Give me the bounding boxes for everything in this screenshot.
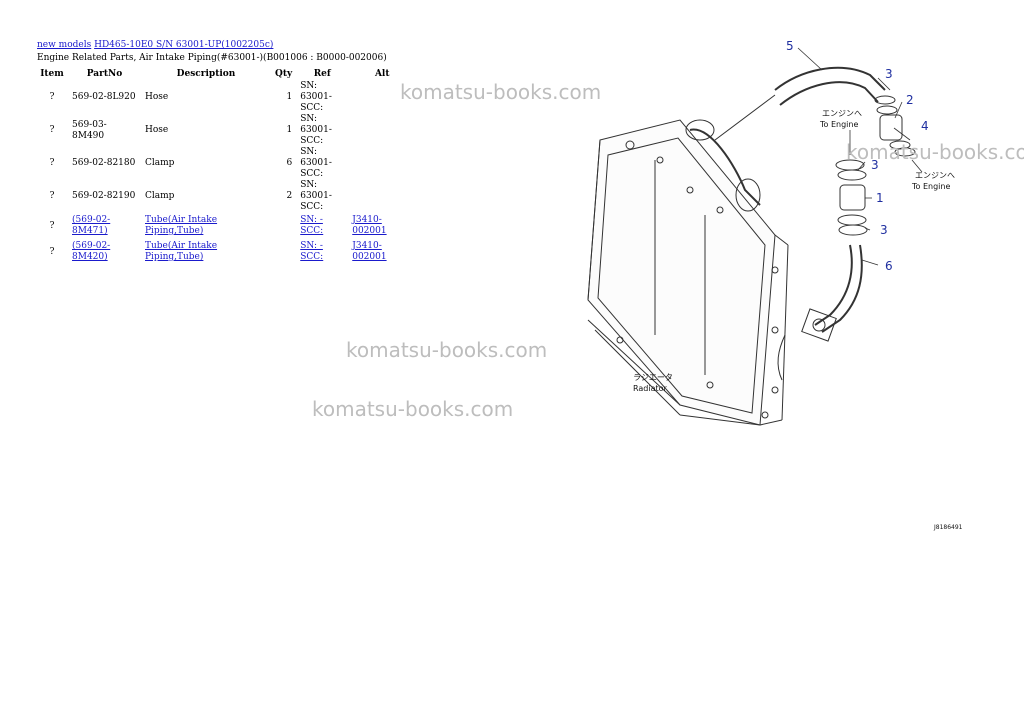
radiator-drawing — [587, 119, 789, 426]
cell-item: ? — [49, 125, 55, 135]
description-link[interactable]: Tube(Air Intake Piping,Tube) — [145, 215, 218, 236]
cell-ref: SN: 63001-SCC: — [300, 147, 332, 179]
table-row: ? 569-03-8M490 Hose 1 SN: 63001-SCC: — [36, 114, 416, 147]
cell-qty: 2 — [286, 191, 293, 201]
cell-ref: SN: 63001-SCC: — [300, 114, 332, 146]
cell-item: ? — [49, 158, 55, 168]
to-engine-jp-1: エンジンへ — [822, 109, 862, 118]
cell-qty: 1 — [286, 92, 293, 102]
table-row: ? 569-02-82180 Clamp 6 SN: 63001-SCC: — [36, 147, 416, 180]
ref-link[interactable]: SN: -SCC: — [300, 241, 324, 262]
to-engine-jp-2: エンジンへ — [915, 171, 955, 180]
cell-description: Clamp — [145, 158, 175, 168]
cell-alt — [348, 114, 416, 147]
cell-qty — [271, 213, 296, 239]
watermark: komatsu-books.com — [846, 140, 1024, 164]
col-item: Item — [40, 68, 64, 79]
cell-item: ? — [49, 246, 55, 257]
alt-link[interactable]: J3410-002001 — [352, 241, 387, 262]
parts-table: Item PartNo Description Qty Ref Alt ? 56… — [36, 66, 416, 265]
callout-4: 4 — [921, 119, 929, 133]
table-header-row: Item PartNo Description Qty Ref Alt — [36, 66, 416, 81]
cell-qty: 6 — [286, 158, 293, 168]
cell-alt — [348, 180, 416, 213]
callout-5: 5 — [786, 39, 794, 53]
drawing-number: J8186491 — [933, 524, 963, 531]
alt-link[interactable]: J3410-002001 — [352, 215, 387, 236]
callout-6: 6 — [885, 259, 893, 273]
callout-2: 2 — [906, 93, 914, 107]
description-link[interactable]: Tube(Air Intake Piping,Tube) — [145, 241, 218, 262]
watermark: komatsu-books.com — [400, 80, 602, 104]
watermark: komatsu-books.com — [312, 397, 514, 421]
table-row: ? (569-02-8M471) Tube(Air Intake Piping,… — [36, 213, 416, 239]
cell-alt — [348, 147, 416, 180]
cell-partno: 569-02-82180 — [72, 158, 136, 168]
cell-item: ? — [49, 191, 55, 201]
table-row: ? 569-02-82190 Clamp 2 SN: 63001-SCC: — [36, 180, 416, 213]
radiator-label-en: Radiator — [633, 384, 668, 393]
cell-item: ? — [49, 92, 55, 102]
partno-link[interactable]: (569-02-8M420) — [72, 241, 111, 262]
parts-diagram: 5 3 2 4 3 1 3 6 エンジンへ To Engine エンジンへ To… — [587, 39, 963, 531]
col-partno: PartNo — [86, 68, 123, 79]
col-alt: Alt — [374, 68, 390, 79]
cell-ref: SN: 63001-SCC: — [300, 180, 332, 212]
cell-description: Clamp — [145, 191, 175, 201]
partno-link[interactable]: (569-02-8M471) — [72, 215, 111, 236]
callout-3-top: 3 — [885, 67, 893, 81]
table-row: ? (569-02-8M420) Tube(Air Intake Piping,… — [36, 239, 416, 265]
new-models-link[interactable]: new models — [37, 40, 92, 50]
to-engine-en-1: To Engine — [819, 120, 858, 129]
callout-3-mid: 3 — [871, 158, 879, 172]
cell-partno: 569-02-8L920 — [72, 92, 136, 102]
to-engine-en-2: To Engine — [911, 182, 950, 191]
col-ref: Ref — [313, 68, 331, 79]
cell-item: ? — [49, 220, 55, 231]
callout-3-low: 3 — [880, 223, 888, 237]
page-subtitle: Engine Related Parts, Air Intake Piping(… — [37, 53, 387, 63]
col-qty: Qty — [275, 68, 293, 79]
watermark: komatsu-books.com — [346, 338, 548, 362]
radiator-label-jp: ラジエータ — [633, 373, 673, 382]
breadcrumb: new models HD465-10E0 S/N 63001-UP(10022… — [37, 40, 273, 50]
cell-description: Hose — [145, 125, 169, 135]
callout-1: 1 — [876, 191, 884, 205]
cell-description: Hose — [145, 92, 169, 102]
table-row: ? 569-02-8L920 Hose 1 SN: 63001-SCC: — [36, 81, 416, 114]
cell-qty — [271, 239, 296, 265]
cell-qty: 1 — [286, 125, 293, 135]
ref-link[interactable]: SN: -SCC: — [300, 215, 324, 236]
col-description: Description — [176, 68, 236, 79]
cell-ref: SN: 63001-SCC: — [300, 81, 332, 113]
machine-link[interactable]: HD465-10E0 S/N 63001-UP(1002205c) — [94, 40, 274, 50]
cell-partno: 569-03-8M490 — [72, 119, 107, 141]
cell-partno: 569-02-82190 — [72, 191, 136, 201]
